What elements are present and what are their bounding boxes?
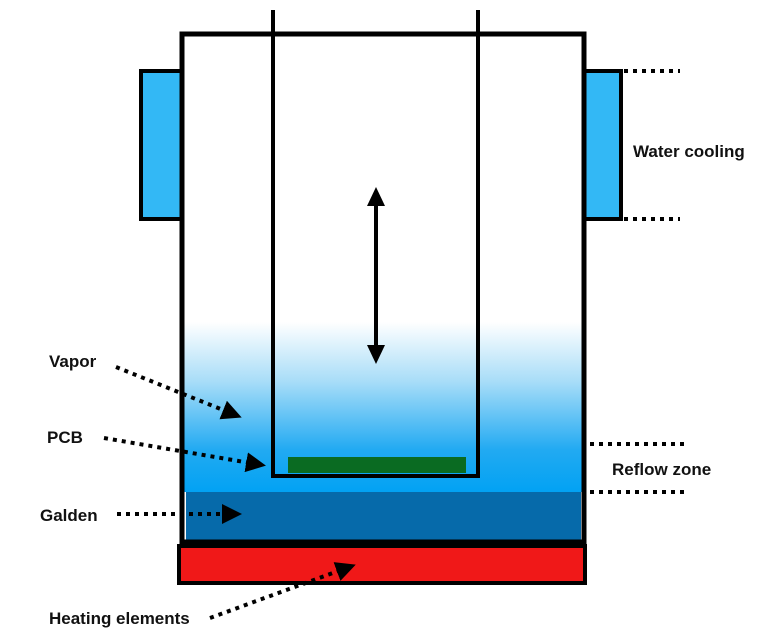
pcb-basket	[271, 10, 480, 478]
label-heating-elements: Heating elements	[49, 609, 190, 628]
lift-direction-arrow	[367, 187, 385, 364]
label-galden: Galden	[40, 506, 98, 525]
vapor-pointer	[115, 365, 242, 420]
chamber-outline	[179, 31, 587, 545]
label-reflow-zone: Reflow zone	[612, 460, 711, 479]
heater-pointer	[209, 562, 356, 620]
heating-element-bar	[177, 544, 587, 585]
cooling-jacket-right	[582, 69, 623, 221]
label-vapor: Vapor	[49, 352, 97, 371]
cooling-jacket-left	[139, 69, 184, 221]
pcb-board	[288, 457, 466, 473]
label-water-cooling: Water cooling	[633, 142, 745, 161]
label-pcb: PCB	[47, 428, 83, 447]
galden-liquid	[186, 492, 581, 540]
